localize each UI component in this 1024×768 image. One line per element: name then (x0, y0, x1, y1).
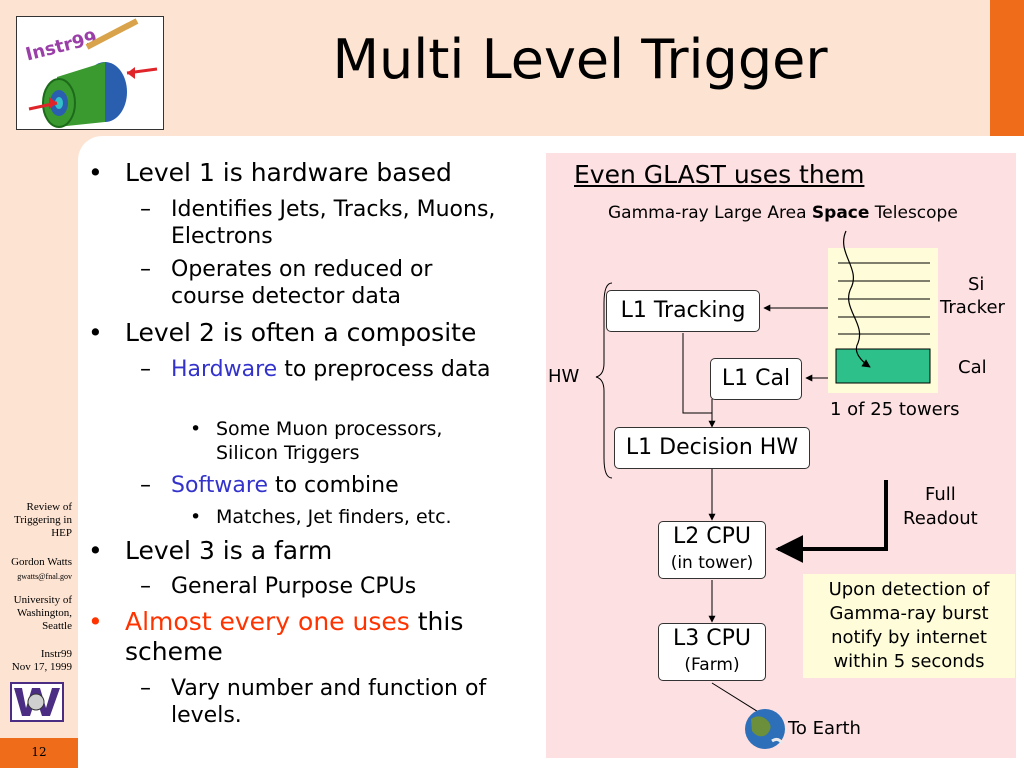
sidebar-date: Nov 17, 1999 (11, 661, 72, 673)
dash: – (140, 473, 151, 498)
l2-cpu-label: L2 CPU (673, 524, 751, 549)
bullet-level4: Almost every one uses this scheme (125, 607, 525, 667)
dash: – (140, 257, 151, 282)
l1-cal-box: L1 Cal (710, 358, 802, 400)
notify-box: Upon detection of Gamma-ray burst notify… (803, 574, 1015, 678)
bullet-level2: Level 2 is often a composite (125, 318, 477, 347)
glast-subtitle-bold: Space (811, 203, 870, 223)
dash: – (140, 197, 151, 222)
readout-label: Readout (903, 508, 978, 529)
bullet-dot: • (88, 536, 103, 565)
sidebar-email: gwatts@fnal.gov (17, 572, 72, 581)
hw-label: HW (548, 366, 580, 387)
bullet-level2-sub2a: Matches, Jet finders, etc. (216, 506, 452, 528)
l2-cpu-sub: (in tower) (670, 553, 754, 573)
bullet-dot: • (190, 506, 202, 528)
glast-subtitle-pre: Gamma-ray Large Area (608, 203, 812, 223)
highlight-hardware: Hardware (171, 357, 278, 382)
page-number: 12 (31, 745, 47, 759)
dash: – (140, 574, 151, 599)
bullet-dot: • (88, 318, 103, 347)
bullet-dot: • (190, 418, 202, 440)
page-title: Multi Level Trigger (332, 28, 828, 91)
l3-cpu-label: L3 CPU (673, 626, 751, 651)
bullet-level2-sub2-rest: to combine (267, 473, 399, 498)
bullet-level2-sub1-rest: to preprocess data (277, 357, 491, 382)
sidebar-author: Gordon Watts (11, 556, 72, 568)
bullet-level4-rest: this scheme (125, 607, 464, 666)
instr99-logo: Instr99 (16, 16, 164, 130)
si-label: Si (968, 274, 985, 295)
l3-cpu-sub: (Farm) (684, 655, 740, 675)
l1-tracking-box: L1 Tracking (606, 290, 760, 332)
trigger-flow-diagram (595, 230, 938, 749)
gamma-ray-path (843, 230, 871, 368)
uw-husky-logo (10, 682, 64, 722)
sidebar-university: University of Washington, Seattle (13, 594, 72, 632)
bullet-level4-sub1: Vary number and function of levels. (171, 676, 487, 728)
bullet-dot: • (88, 607, 103, 636)
bullet-dot: • (88, 158, 103, 187)
bullet-level2-sub1a: Some Muon processors, Silicon Triggers (216, 418, 443, 464)
bullet-level1: Level 1 is hardware based (125, 158, 452, 187)
cal-block (835, 348, 931, 384)
cal-label: Cal (958, 357, 987, 378)
highlight-software: Software (171, 473, 268, 498)
to-earth-label: To Earth (788, 718, 861, 739)
footer-bar (0, 738, 78, 768)
sidebar-review: Review of Triggering in HEP (14, 501, 72, 539)
dash: – (140, 676, 151, 701)
glast-title: Even GLAST uses them (574, 160, 865, 189)
bullet-level1-sub2: Operates on reduced or course detector d… (171, 257, 433, 309)
towers-label: 1 of 25 towers (830, 399, 960, 420)
bullet-level2-sub1: Hardware to preprocess data (171, 356, 491, 383)
bullet-level2-sub2: Software to combine (171, 472, 399, 499)
bullet-level1-sub1: Identifies Jets, Tracks, Muons, Electron… (171, 197, 496, 249)
glast-subtitle-post: Telescope (869, 203, 958, 223)
l1-decision-box: L1 Decision HW (614, 427, 810, 469)
accent-bar (990, 0, 1024, 136)
bullet-level3-sub1: General Purpose CPUs (171, 574, 417, 599)
dash: – (140, 357, 151, 382)
l3-cpu-box: L3 CPU (Farm) (658, 623, 766, 681)
sidebar-conference: Instr99 (40, 648, 72, 660)
tracker-label: Tracker (940, 297, 1005, 318)
bullet-level3: Level 3 is a farm (125, 536, 333, 565)
glast-subtitle: Gamma-ray Large Area Space Telescope (608, 203, 958, 223)
full-label: Full (925, 484, 956, 505)
highlight-almost: Almost every one uses (125, 607, 410, 636)
l2-cpu-box: L2 CPU (in tower) (658, 521, 766, 579)
